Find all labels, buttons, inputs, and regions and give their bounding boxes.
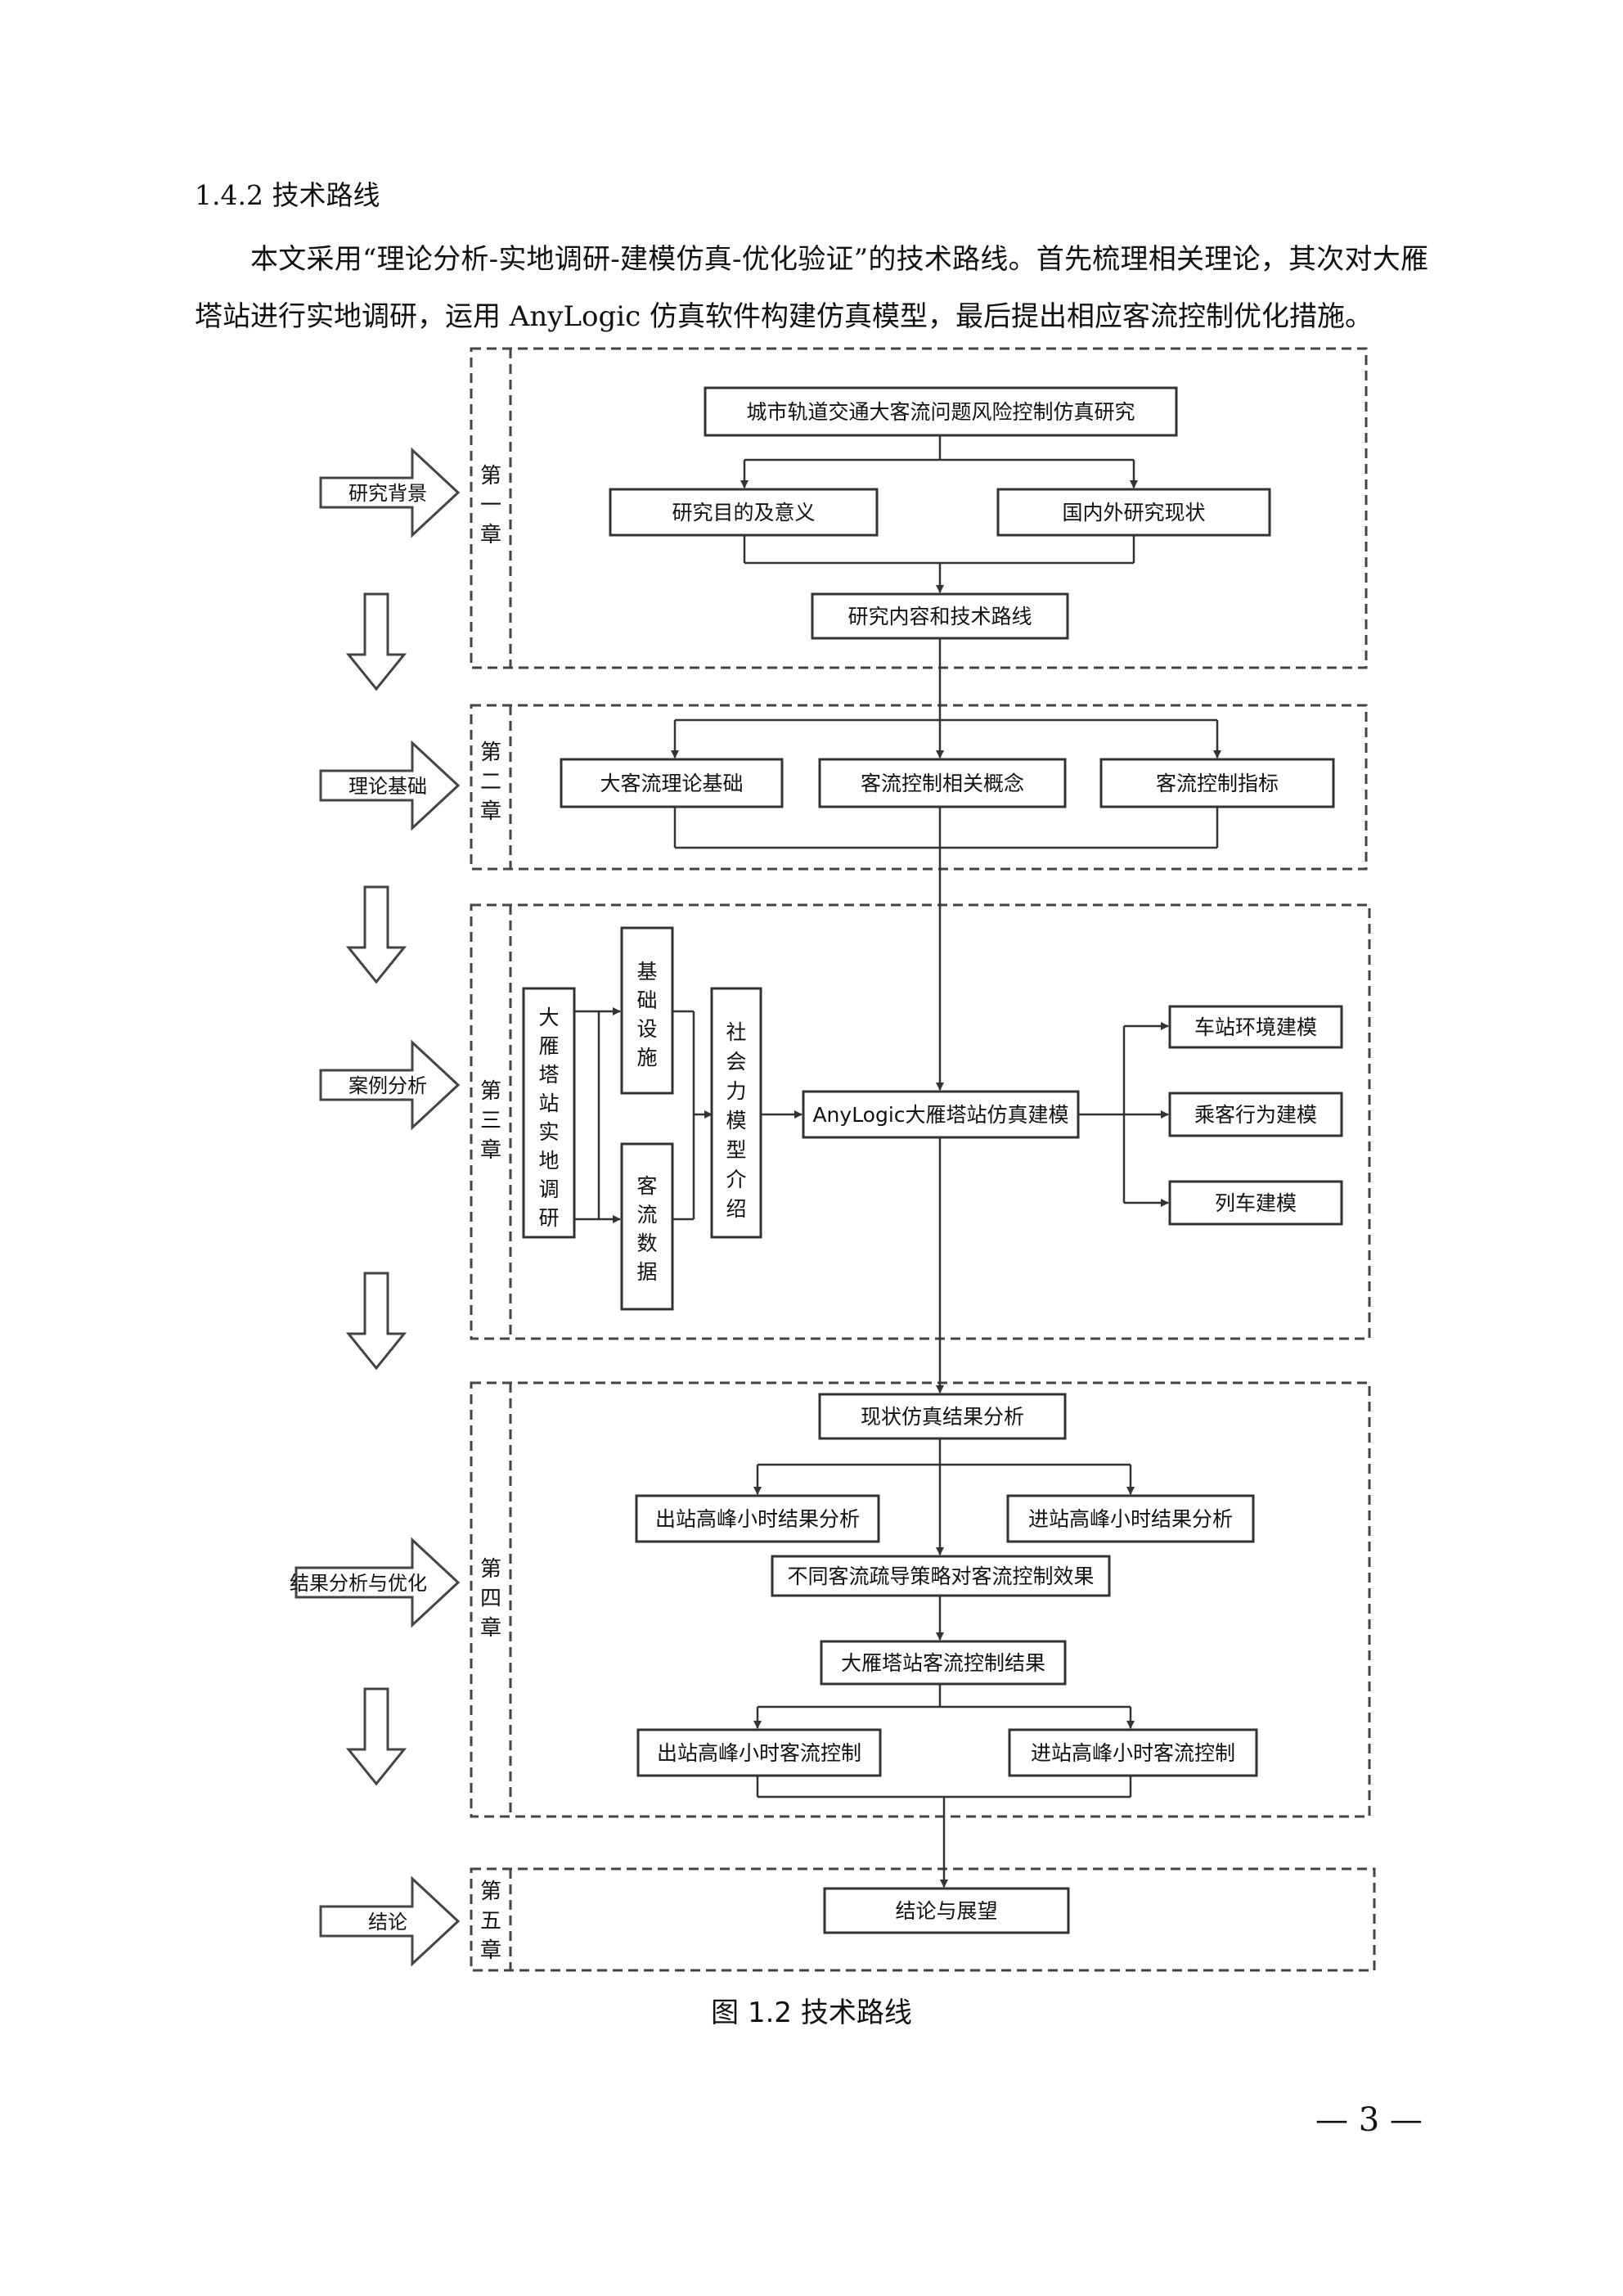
side-label-theory: 理论基础 (348, 775, 427, 798)
box-status-text: 国内外研究现状 (1062, 501, 1205, 524)
side-arrow-case (319, 1039, 461, 1131)
box-survey (522, 987, 576, 1239)
down-arrow-2 (345, 885, 407, 984)
box-strategy (771, 1555, 1111, 1597)
box-in-ctrl-text: 进站高峰小时客流控制 (1031, 1741, 1235, 1765)
box-concept (818, 758, 1067, 808)
box-indicator (1099, 758, 1335, 808)
box-env (1168, 1005, 1343, 1049)
box-in-peak-text: 进站高峰小时结果分析 (1028, 1507, 1233, 1531)
box-current (818, 1393, 1067, 1440)
side-arrow-conclusion (319, 1875, 461, 1967)
box-result (820, 1640, 1067, 1686)
box-behavior-text: 乘客行为建模 (1194, 1103, 1317, 1127)
box-flowdata (620, 1142, 674, 1311)
side-arrow-theory (319, 740, 461, 831)
box-current-text: 现状仿真结果分析 (861, 1405, 1024, 1429)
box-purpose (609, 488, 879, 537)
side-label-results: 结果分析与优化 (290, 1572, 427, 1595)
box-anylogic-text: AnyLogic大雁塔站仿真建模 (812, 1103, 1068, 1127)
down-arrow-1 (345, 592, 407, 691)
box-survey-text: 大雁塔站实地调研 (538, 1006, 559, 1230)
box-status (996, 488, 1271, 537)
page-number: — 3 — (1315, 2101, 1423, 2139)
box-result-text: 大雁塔站客流控制结果 (841, 1651, 1045, 1675)
chapter-label-3: 第三章 (480, 1079, 501, 1163)
box-purpose-text: 研究目的及意义 (672, 501, 815, 524)
side-arrow-results (294, 1537, 461, 1628)
box-title (704, 386, 1178, 437)
chapter4-frame (470, 1381, 1371, 1818)
chapter-label-5: 第五章 (480, 1880, 501, 1963)
side-label-background: 研究背景 (348, 482, 427, 505)
box-conclusion (823, 1887, 1070, 1934)
chapter-label-4: 第四章 (480, 1557, 501, 1641)
box-in-peak (1006, 1494, 1255, 1543)
box-out-peak (635, 1494, 880, 1543)
box-out-ctrl-text: 出站高峰小时客流控制 (657, 1741, 861, 1765)
box-content-text: 研究内容和技术路线 (847, 605, 1032, 628)
box-facility-text: 基础设施 (636, 960, 657, 1069)
box-content (811, 592, 1069, 640)
box-concept-text: 客流控制相关概念 (861, 772, 1024, 795)
box-anylogic (802, 1090, 1080, 1139)
chapter5-frame (470, 1867, 1376, 1972)
box-train (1168, 1180, 1343, 1226)
figure-caption: 图 1.2 技术路线 (711, 1997, 912, 2029)
side-label-conclusion: 结论 (368, 1911, 407, 1934)
box-theory-text: 大客流理论基础 (600, 772, 743, 795)
box-socialforce-text: 社会力模型介绍 (726, 1020, 746, 1221)
down-arrow-3 (345, 1272, 407, 1371)
box-out-peak-text: 出站高峰小时结果分析 (655, 1507, 860, 1531)
box-title-text: 城市轨道交通大客流问题风险控制仿真研究 (746, 400, 1135, 424)
box-env-text: 车站环境建模 (1194, 1015, 1317, 1039)
section-heading: 1.4.2 技术路线 (195, 179, 380, 211)
intro-paragraph: 本文采用“理论分析-实地调研-建模仿真-优化验证”的技术路线。首先梳理相关理论，… (195, 243, 1428, 333)
chapter3-frame (470, 903, 1371, 1340)
box-behavior (1168, 1092, 1343, 1137)
chapter-label-1: 第一章 (480, 464, 501, 547)
box-strategy-text: 不同客流疏导策略对客流控制效果 (787, 1564, 1094, 1588)
down-arrow-4 (345, 1687, 407, 1786)
box-train-text: 列车建模 (1215, 1191, 1297, 1215)
box-facility (620, 926, 674, 1095)
chapter-label-2: 第二章 (480, 741, 501, 824)
box-in-ctrl (1008, 1728, 1258, 1777)
box-indicator-text: 客流控制指标 (1156, 772, 1279, 795)
side-arrow-background (319, 447, 461, 538)
box-socialforce (710, 987, 762, 1239)
box-theory (560, 758, 784, 808)
box-conclusion-text: 结论与展望 (895, 1899, 997, 1923)
box-flowdata-text: 客流数据 (636, 1174, 657, 1284)
box-out-ctrl (636, 1728, 882, 1777)
side-label-case: 案例分析 (348, 1074, 427, 1097)
